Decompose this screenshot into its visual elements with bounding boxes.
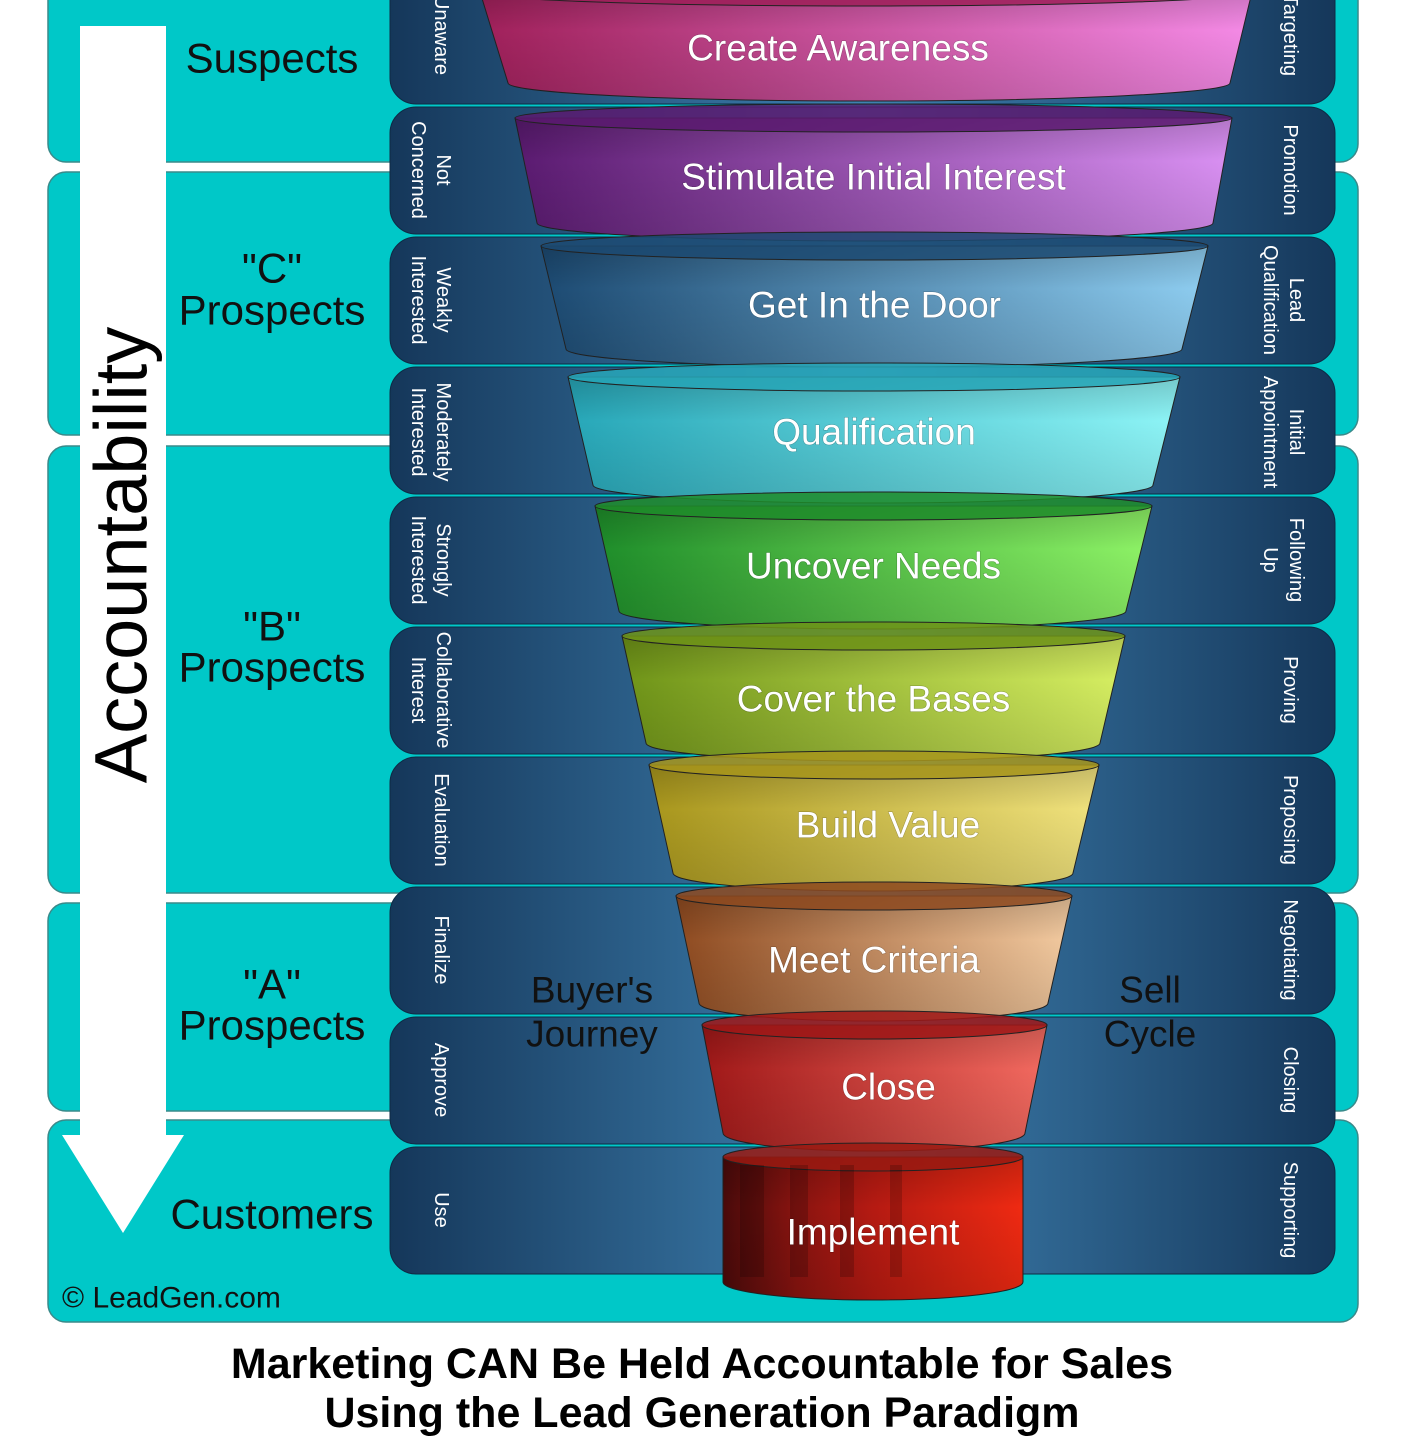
- buyer-stage-label: Approve: [430, 1043, 452, 1118]
- stage-label: Qualification: [772, 412, 976, 453]
- funnel-segment-rim: [567, 362, 1181, 392]
- funnel-segment-shade: [568, 377, 1180, 503]
- sell-stage-label: Supporting: [1279, 1162, 1301, 1259]
- sell-stage-label: Negotiating: [1279, 899, 1301, 1000]
- sell-stage-label: Initial: [1285, 409, 1307, 456]
- funnel-segment-8: [675, 881, 1073, 1022]
- caption-line-2: Using the Lead Generation Paradigm: [324, 1389, 1080, 1437]
- buyer-stage-label: Weakly: [432, 267, 454, 332]
- funnel-segment-2: [514, 103, 1233, 242]
- funnel-segment-shade: [702, 1025, 1047, 1151]
- funnel-segment-5: [594, 491, 1153, 630]
- funnel-segment-4: [567, 362, 1181, 504]
- group-label: Prospects: [179, 1002, 366, 1049]
- implement-stripes: [740, 1165, 902, 1277]
- buyer-stage-label: Interested: [407, 256, 429, 345]
- funnel-segment-rim: [540, 231, 1209, 261]
- buyer-stage-label: Use: [430, 1192, 452, 1228]
- stage-label: Build Value: [796, 805, 980, 846]
- group-label: "B": [243, 603, 301, 650]
- funnel-segment-6: [621, 621, 1126, 762]
- funnel-segment-shade: [622, 636, 1125, 761]
- stage-label: Implement: [787, 1212, 960, 1253]
- sell-stage-label: Lead: [1285, 278, 1307, 323]
- funnel-segment-rim: [648, 750, 1100, 780]
- lead-generation-funnel-diagram: Accountability Create AwarenessStimulate…: [47, 0, 1359, 1323]
- group-label: Customers: [170, 1191, 373, 1238]
- group-label: Prospects: [179, 644, 366, 691]
- implement-stripe: [840, 1165, 854, 1277]
- stage-label: Create Awareness: [687, 28, 989, 69]
- funnel: [481, 0, 1251, 1301]
- buyer-stage-label: Finalize: [430, 916, 452, 985]
- funnel-segment-rim: [701, 1010, 1048, 1040]
- buyer-stage-label: Evaluation: [430, 773, 452, 866]
- sell-stage-label: Closing: [1279, 1047, 1301, 1114]
- buyer-stage-label: Interested: [407, 388, 429, 477]
- funnel-segment-rim: [514, 103, 1233, 133]
- funnel-segment-7: [648, 750, 1100, 892]
- sell-stage-label: Proving: [1279, 656, 1301, 724]
- funnel-segment-shade: [515, 118, 1232, 241]
- funnel-segment-shade: [723, 1157, 1023, 1300]
- group-label: "A": [243, 961, 301, 1008]
- buyer-stage-label: Moderately: [432, 383, 454, 482]
- sell-cycle-label: Sell: [1119, 970, 1181, 1011]
- sell-stage-label: Up: [1259, 547, 1281, 573]
- group-label: Prospects: [179, 287, 366, 334]
- sell-stage-label: Targeting: [1279, 0, 1301, 76]
- accountability-arrow: Accountability: [62, 26, 184, 1233]
- stage-label: Get In the Door: [748, 285, 1001, 326]
- funnel-segment-9: [701, 1010, 1048, 1152]
- sell-stage-label: Qualification: [1259, 245, 1281, 355]
- copyright-text: © LeadGen.com: [62, 1282, 281, 1315]
- group-label: "C": [242, 245, 302, 292]
- buyer-stage-label: Not: [432, 154, 454, 186]
- stage-label: Cover the Bases: [737, 679, 1011, 720]
- buyers-journey-label: Buyer's: [531, 970, 653, 1011]
- funnel-segment-rim: [540, 0, 1192, 7]
- stage-label: Stimulate Initial Interest: [681, 157, 1066, 198]
- funnel-segment-shade: [676, 896, 1072, 1021]
- buyer-stage-label: Unaware: [430, 0, 452, 75]
- sell-stage-label: Proposing: [1279, 775, 1301, 865]
- sell-cycle-label: Cycle: [1104, 1014, 1197, 1055]
- funnel-segment-shade: [541, 246, 1208, 367]
- funnel-segment-10: [722, 1142, 1024, 1301]
- stage-label: Meet Criteria: [768, 940, 980, 981]
- implement-stripe: [740, 1165, 764, 1277]
- buyer-stage-label: Interest: [407, 657, 429, 724]
- accountability-label: Accountability: [80, 327, 163, 784]
- funnel-segment-rim: [594, 491, 1153, 521]
- sell-stage-label: Promotion: [1279, 124, 1301, 215]
- funnel-segment-shade: [595, 506, 1152, 629]
- buyer-stage-label: Collaborative: [432, 632, 454, 749]
- buyers-journey-label: Journey: [526, 1014, 658, 1055]
- funnel-segment-rim: [621, 621, 1126, 651]
- buyer-stage-label: Interested: [407, 516, 429, 605]
- funnel-segment-3: [540, 231, 1209, 368]
- implement-stripe: [890, 1165, 902, 1277]
- funnel-segment-1: [481, 0, 1251, 102]
- stage-label: Uncover Needs: [746, 546, 1001, 587]
- accountability-arrow-shape: [62, 26, 184, 1233]
- buyer-stage-label: Strongly: [432, 523, 454, 596]
- funnel-segment-rim: [675, 881, 1073, 911]
- funnel-segment-shade: [649, 765, 1099, 891]
- group-label: Suspects: [186, 35, 359, 82]
- caption-line-1: Marketing CAN Be Held Accountable for Sa…: [230, 1340, 1174, 1388]
- funnel-segment-shade: [482, 0, 1251, 101]
- stage-label: Close: [841, 1067, 936, 1108]
- sell-stage-label: Appointment: [1259, 376, 1281, 489]
- implement-stripe: [790, 1165, 808, 1277]
- funnel-segment-rim: [722, 1142, 1024, 1172]
- buyer-stage-label: Concerned: [407, 121, 429, 219]
- sell-stage-label: Following: [1285, 518, 1307, 602]
